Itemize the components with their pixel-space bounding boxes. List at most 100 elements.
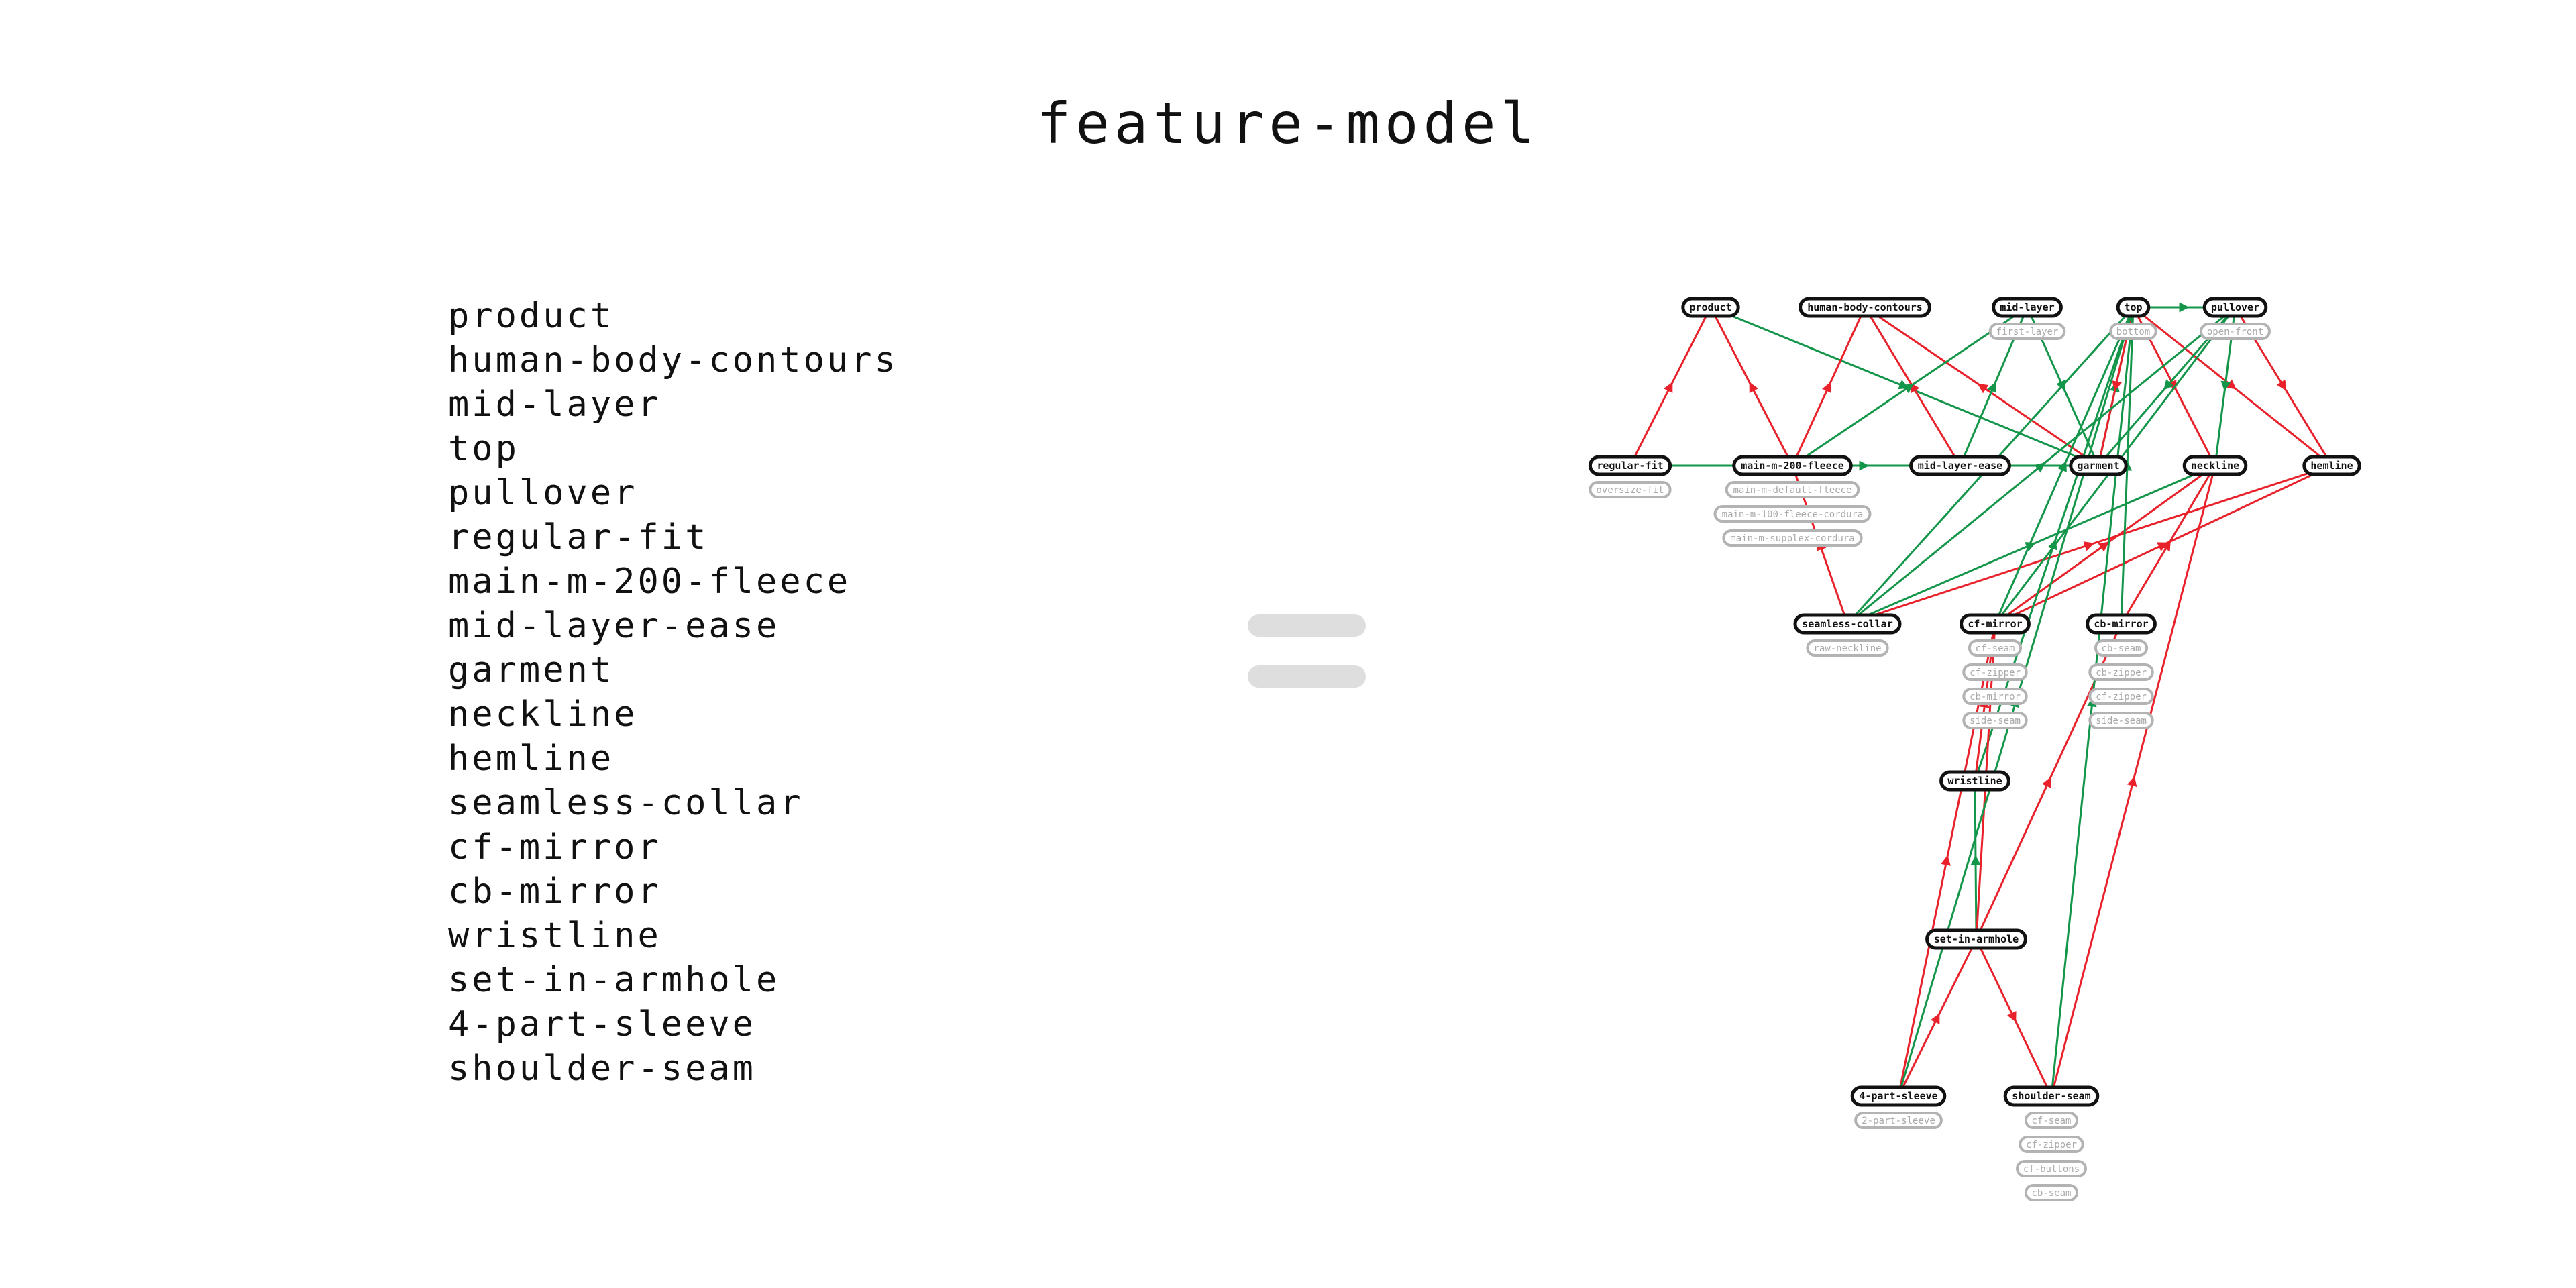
- option-box: [2019, 1136, 2084, 1153]
- option-box: [2016, 1160, 2087, 1177]
- node-human-body-contours[interactable]: human-body-contours: [1799, 297, 1931, 318]
- equals-bar-top: [1248, 614, 1366, 637]
- option-label: first-layer: [1996, 327, 2059, 337]
- edge-main-m-200-fleece-to-human-body-contours: [1791, 307, 1866, 466]
- option-mid-layer-first-layer[interactable]: first-layer: [1988, 323, 2066, 340]
- option-main-m-200-fleece-main-m-supplex-cordura[interactable]: main-m-supplex-cordura: [1722, 529, 1863, 547]
- edge-top-to-hemline: [2133, 306, 2332, 467]
- option-seamless-collar-raw-neckline[interactable]: raw-neckline: [1806, 639, 1889, 657]
- edge-set-in-armhole-to-shoulder-seam: [1975, 938, 2053, 1097]
- node-neckline[interactable]: neckline: [2182, 455, 2248, 476]
- edge-main-m-200-fleece-to-product: [1709, 307, 1794, 466]
- option-cf-mirror-side-seam[interactable]: side-seam: [1962, 712, 2028, 729]
- node-label: wristline: [1947, 775, 2002, 787]
- edge-seamless-collar-to-neckline: [1847, 464, 2216, 625]
- option-shoulder-seam-cf-zipper[interactable]: cf-zipper: [2019, 1136, 2084, 1153]
- option-shoulder-seam-cf-buttons[interactable]: cf-buttons: [2016, 1160, 2087, 1177]
- option-shoulder-seam-cb-seam[interactable]: cb-seam: [2024, 1184, 2079, 1201]
- option-shoulder-seam-cf-seam[interactable]: cf-seam: [2024, 1112, 2079, 1129]
- option-label: oversize-fit: [1596, 485, 1664, 496]
- option-label: main-m-supplex-cordura: [1730, 533, 1854, 544]
- node-mid-layer[interactable]: mid-layer: [1992, 297, 2063, 318]
- option-cb-mirror-cf-zipper[interactable]: cf-zipper: [2088, 688, 2154, 705]
- feature-item: seamless-collar: [448, 783, 804, 823]
- node-pullover[interactable]: pullover: [2202, 297, 2268, 318]
- feature-item: mid-layer-ease: [448, 606, 780, 646]
- option-cb-mirror-side-seam[interactable]: side-seam: [2088, 712, 2154, 729]
- node-label: cf-mirror: [1968, 618, 2022, 630]
- node-cf-mirror[interactable]: cf-mirror: [1960, 613, 2031, 635]
- option-cb-mirror-cb-zipper[interactable]: cb-zipper: [2088, 663, 2154, 681]
- option-label: main-m-100-fleece-cordura: [1722, 509, 1864, 520]
- node-label: seamless-collar: [1802, 618, 1892, 630]
- node-4-part-sleeve[interactable]: 4-part-sleeve: [1850, 1085, 1947, 1107]
- option-cf-mirror-cf-seam[interactable]: cf-seam: [1968, 639, 2023, 657]
- edge-cb-mirror-to-neckline: [2120, 465, 2216, 625]
- option-box: [1968, 639, 2023, 657]
- edge-seamless-collar-to-hemline: [1847, 464, 2332, 625]
- node-hemline[interactable]: hemline: [2302, 455, 2361, 476]
- option-box: [1713, 505, 1872, 523]
- node-top[interactable]: top: [2116, 297, 2151, 318]
- feature-item: wristline: [448, 916, 661, 956]
- node-box: [2302, 455, 2361, 476]
- option-main-m-200-fleece-main-m-default-fleece[interactable]: main-m-default-fleece: [1725, 481, 1860, 498]
- option-box: [1988, 323, 2066, 340]
- option-box: [2024, 1112, 2079, 1129]
- node-mid-layer-ease[interactable]: mid-layer-ease: [1909, 455, 2011, 476]
- edge-regular-fit-to-product: [1629, 307, 1712, 466]
- node-label: shoulder-seam: [2012, 1090, 2090, 1102]
- option-pullover-open-front[interactable]: open-front: [2200, 323, 2271, 340]
- option-label: bottom: [2116, 327, 2151, 337]
- option-box: [2109, 323, 2157, 340]
- option-main-m-200-fleece-main-m-100-fleece-cordura[interactable]: main-m-100-fleece-cordura: [1713, 505, 1872, 523]
- option-label: 2-part-sleeve: [1862, 1116, 1935, 1126]
- option-box: [2088, 663, 2154, 681]
- node-shoulder-seam[interactable]: shoulder-seam: [2003, 1085, 2100, 1107]
- option-box: [1962, 663, 2028, 681]
- option-box: [1725, 481, 1860, 498]
- feature-item: main-m-200-fleece: [448, 561, 851, 602]
- option-box: [1962, 712, 2028, 729]
- option-cf-mirror-cb-mirror[interactable]: cb-mirror: [1962, 688, 2028, 705]
- option-cb-mirror-cb-seam[interactable]: cb-seam: [2094, 639, 2149, 657]
- option-top-bottom[interactable]: bottom: [2109, 323, 2157, 340]
- nodes-layer: product human-body-contours mid-layer first…: [1588, 297, 2361, 1201]
- node-box: [1850, 1085, 1947, 1107]
- node-box: [2182, 455, 2248, 476]
- option-regular-fit-oversize-fit[interactable]: oversize-fit: [1589, 481, 1672, 498]
- option-label: cf-zipper: [2096, 692, 2147, 702]
- node-box: [2086, 613, 2157, 635]
- option-box: [2088, 688, 2154, 705]
- node-label: cb-mirror: [2094, 618, 2148, 630]
- node-box: [1799, 297, 1931, 318]
- feature-item: human-body-contours: [448, 340, 898, 380]
- edge-cf-mirror-to-neckline: [1994, 464, 2216, 625]
- node-label: pullover: [2211, 301, 2259, 313]
- node-label: regular-fit: [1597, 460, 1663, 472]
- edge-mid-layer-ease-to-human-body-contours: [1864, 307, 1962, 466]
- option-4-part-sleeve-2-part-sleeve[interactable]: 2-part-sleeve: [1854, 1112, 1943, 1129]
- feature-item: 4-part-sleeve: [448, 1004, 756, 1044]
- node-garment[interactable]: garment: [2069, 455, 2128, 476]
- edge-set-in-armhole-to-wristline: [1970, 780, 1981, 940]
- node-seamless-collar[interactable]: seamless-collar: [1793, 613, 1902, 635]
- node-box: [2116, 297, 2151, 318]
- option-box: [2088, 712, 2154, 729]
- option-cf-mirror-cf-zipper[interactable]: cf-zipper: [1962, 663, 2028, 681]
- node-box: [2202, 297, 2268, 318]
- option-box: [1962, 688, 2028, 705]
- node-main-m-200-fleece[interactable]: main-m-200-fleece: [1732, 455, 1853, 476]
- node-box: [1793, 613, 1902, 635]
- equals-bar-bottom: [1248, 665, 1366, 688]
- node-cb-mirror[interactable]: cb-mirror: [2086, 613, 2157, 635]
- node-set-in-armhole[interactable]: set-in-armhole: [1925, 928, 2027, 950]
- node-regular-fit[interactable]: regular-fit: [1588, 455, 1672, 476]
- node-product[interactable]: product: [1681, 297, 1740, 318]
- node-wristline[interactable]: wristline: [1939, 770, 2010, 792]
- option-label: open-front: [2207, 327, 2263, 337]
- node-label: main-m-200-fleece: [1741, 460, 1844, 472]
- node-box: [2003, 1085, 2100, 1107]
- feature-item: product: [448, 296, 614, 336]
